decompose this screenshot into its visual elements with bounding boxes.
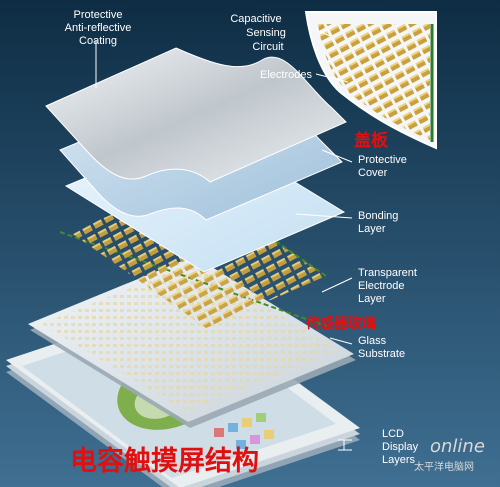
cover-label-line2: Cover: [358, 167, 388, 179]
electrodes-label: Electrodes: [260, 69, 312, 81]
lcd-label-line3: Layers: [382, 454, 416, 466]
bonding-label-line2: Layer: [358, 223, 386, 235]
sensing-label-line1: Capacitive: [230, 13, 281, 25]
sensing-label-line3: Circuit: [252, 41, 283, 53]
glass-substrate-layer: [28, 256, 356, 428]
coating-label-line2: Anti-reflective: [65, 22, 132, 34]
lcd-label-line1: LCD: [382, 428, 404, 440]
anti-reflective-coating-layer: [45, 47, 347, 183]
glass-label-line1: Glass: [358, 335, 387, 347]
glass-label-line2: Substrate: [358, 348, 405, 360]
watermark-text: online: [430, 436, 485, 457]
sensor-glass-cn-label: 传感器玻璃: [305, 315, 376, 332]
sensing-circuit-inset: [304, 11, 437, 150]
coating-label-line1: Protective: [74, 9, 123, 21]
cover-cn-label: 盖板: [354, 130, 389, 151]
transparent-label-line1: Transparent: [358, 267, 417, 279]
diagram-title-cn: 电容触摸屏结构: [70, 445, 259, 477]
watermark-cn-text: 太平洋电脑网: [414, 460, 474, 473]
transparent-label-line2: Electrode: [358, 280, 404, 292]
transparent-label-line3: Layer: [358, 293, 386, 305]
cover-label-line1: Protective: [358, 154, 407, 166]
sensing-label-line2: Sensing: [246, 27, 286, 39]
lcd-label-line2: Display: [382, 441, 419, 453]
leader-lines: [95, 29, 353, 451]
bonding-label-line1: Bonding: [358, 210, 398, 222]
coating-label-line3: Coating: [79, 35, 117, 47]
